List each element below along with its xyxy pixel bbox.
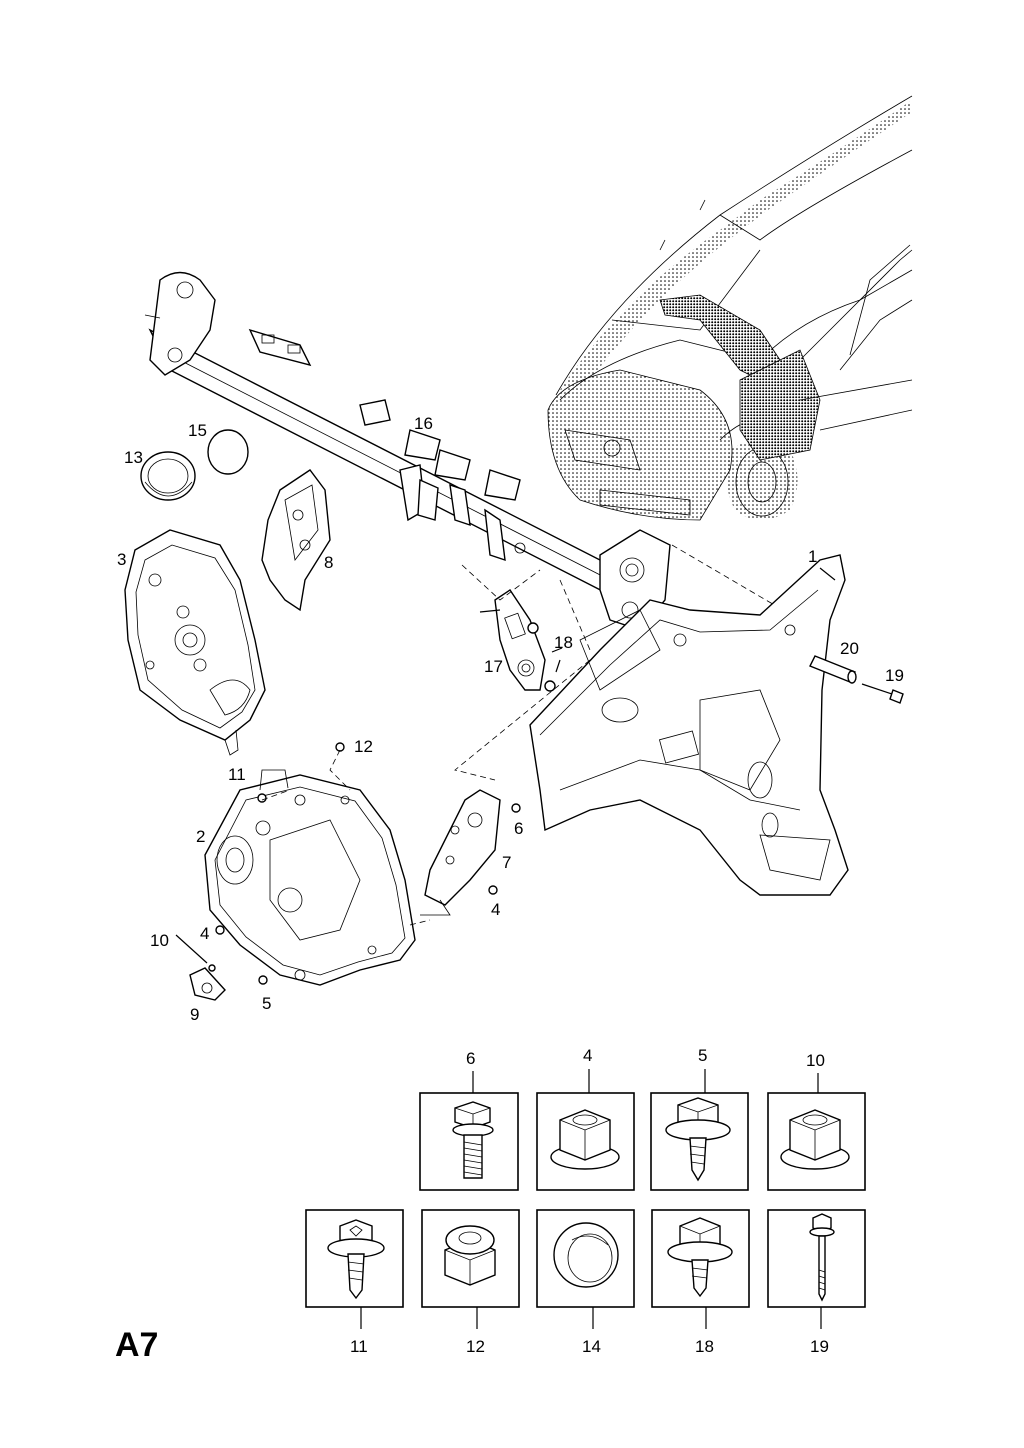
dash-leader	[559, 579, 591, 651]
fastener-label: 10	[806, 1051, 825, 1070]
page-code: A7	[115, 1326, 158, 1364]
fastener-box-14: 14	[536, 1209, 635, 1356]
part-11-bolt	[257, 793, 267, 803]
fastener-label: 6	[466, 1049, 475, 1068]
part-12-nut	[335, 742, 345, 752]
callout-16: 16	[414, 414, 433, 433]
cross-member-beam	[144, 271, 671, 631]
part-4-nut	[488, 885, 498, 895]
fastener-box-6: 6	[419, 1049, 519, 1191]
callout-3: 3	[117, 550, 126, 569]
callout-9: 9	[190, 1005, 199, 1024]
part-13-cap	[140, 451, 196, 501]
callout-10: 10	[150, 931, 169, 950]
part-19-bolt	[861, 683, 904, 704]
dash-leader	[261, 749, 431, 926]
fastener-box-18: 18	[651, 1209, 750, 1356]
callout-8: 8	[324, 553, 333, 572]
fastener-box-11: 11	[305, 1209, 404, 1356]
vehicle-outline	[547, 95, 913, 521]
callout-17: 17	[484, 657, 503, 676]
part-17-bracket	[494, 589, 546, 691]
fastener-box-5: 5	[650, 1046, 749, 1191]
callout-4: 4	[200, 924, 209, 943]
part-9-plate	[189, 967, 226, 1001]
fastener-label: 18	[695, 1337, 714, 1356]
fastener-box-19: 19	[767, 1209, 866, 1356]
dash-leader	[454, 659, 591, 781]
callout-4: 4	[491, 900, 500, 919]
part-4-nut	[215, 925, 225, 935]
callout-11: 11	[228, 765, 246, 784]
fastener-label: 5	[698, 1046, 707, 1065]
callout-7: 7	[502, 853, 511, 872]
fastener-box-4: 4	[536, 1046, 635, 1191]
part-10-nut	[208, 964, 216, 972]
callout-20: 20	[840, 639, 859, 658]
fastener-label: 19	[810, 1337, 829, 1356]
fastener-label: 14	[582, 1337, 601, 1356]
part-3-plate	[124, 529, 266, 756]
callout-12: 12	[354, 737, 373, 756]
part-5-bolt	[258, 975, 268, 985]
callout-5: 5	[262, 994, 271, 1013]
part-2-plate	[204, 769, 416, 986]
fastener-box-10: 10	[767, 1051, 866, 1191]
fastener-label: 12	[466, 1337, 485, 1356]
callout-1: 1	[808, 547, 817, 566]
callout-13: 13	[124, 448, 143, 467]
part-15-cap	[207, 429, 249, 475]
callout-6: 6	[514, 819, 523, 838]
part-7-bracket	[420, 789, 501, 916]
callout-18: 18	[554, 633, 573, 652]
fastener-label: 11	[350, 1337, 368, 1356]
part-8-bracket	[261, 469, 331, 612]
part-18-fastener	[527, 622, 563, 692]
callout-2: 2	[196, 827, 205, 846]
callout-leaders	[175, 567, 836, 964]
fastener-label: 4	[583, 1046, 592, 1065]
part-20-sleeve	[809, 655, 857, 684]
callout-19: 19	[885, 666, 904, 685]
callout-15: 15	[188, 421, 207, 440]
part-6-bolt	[511, 803, 521, 813]
fastener-box-12: 12	[421, 1209, 520, 1356]
dash-leader	[461, 564, 541, 601]
part-1-wheelhouse-panel	[529, 554, 849, 896]
